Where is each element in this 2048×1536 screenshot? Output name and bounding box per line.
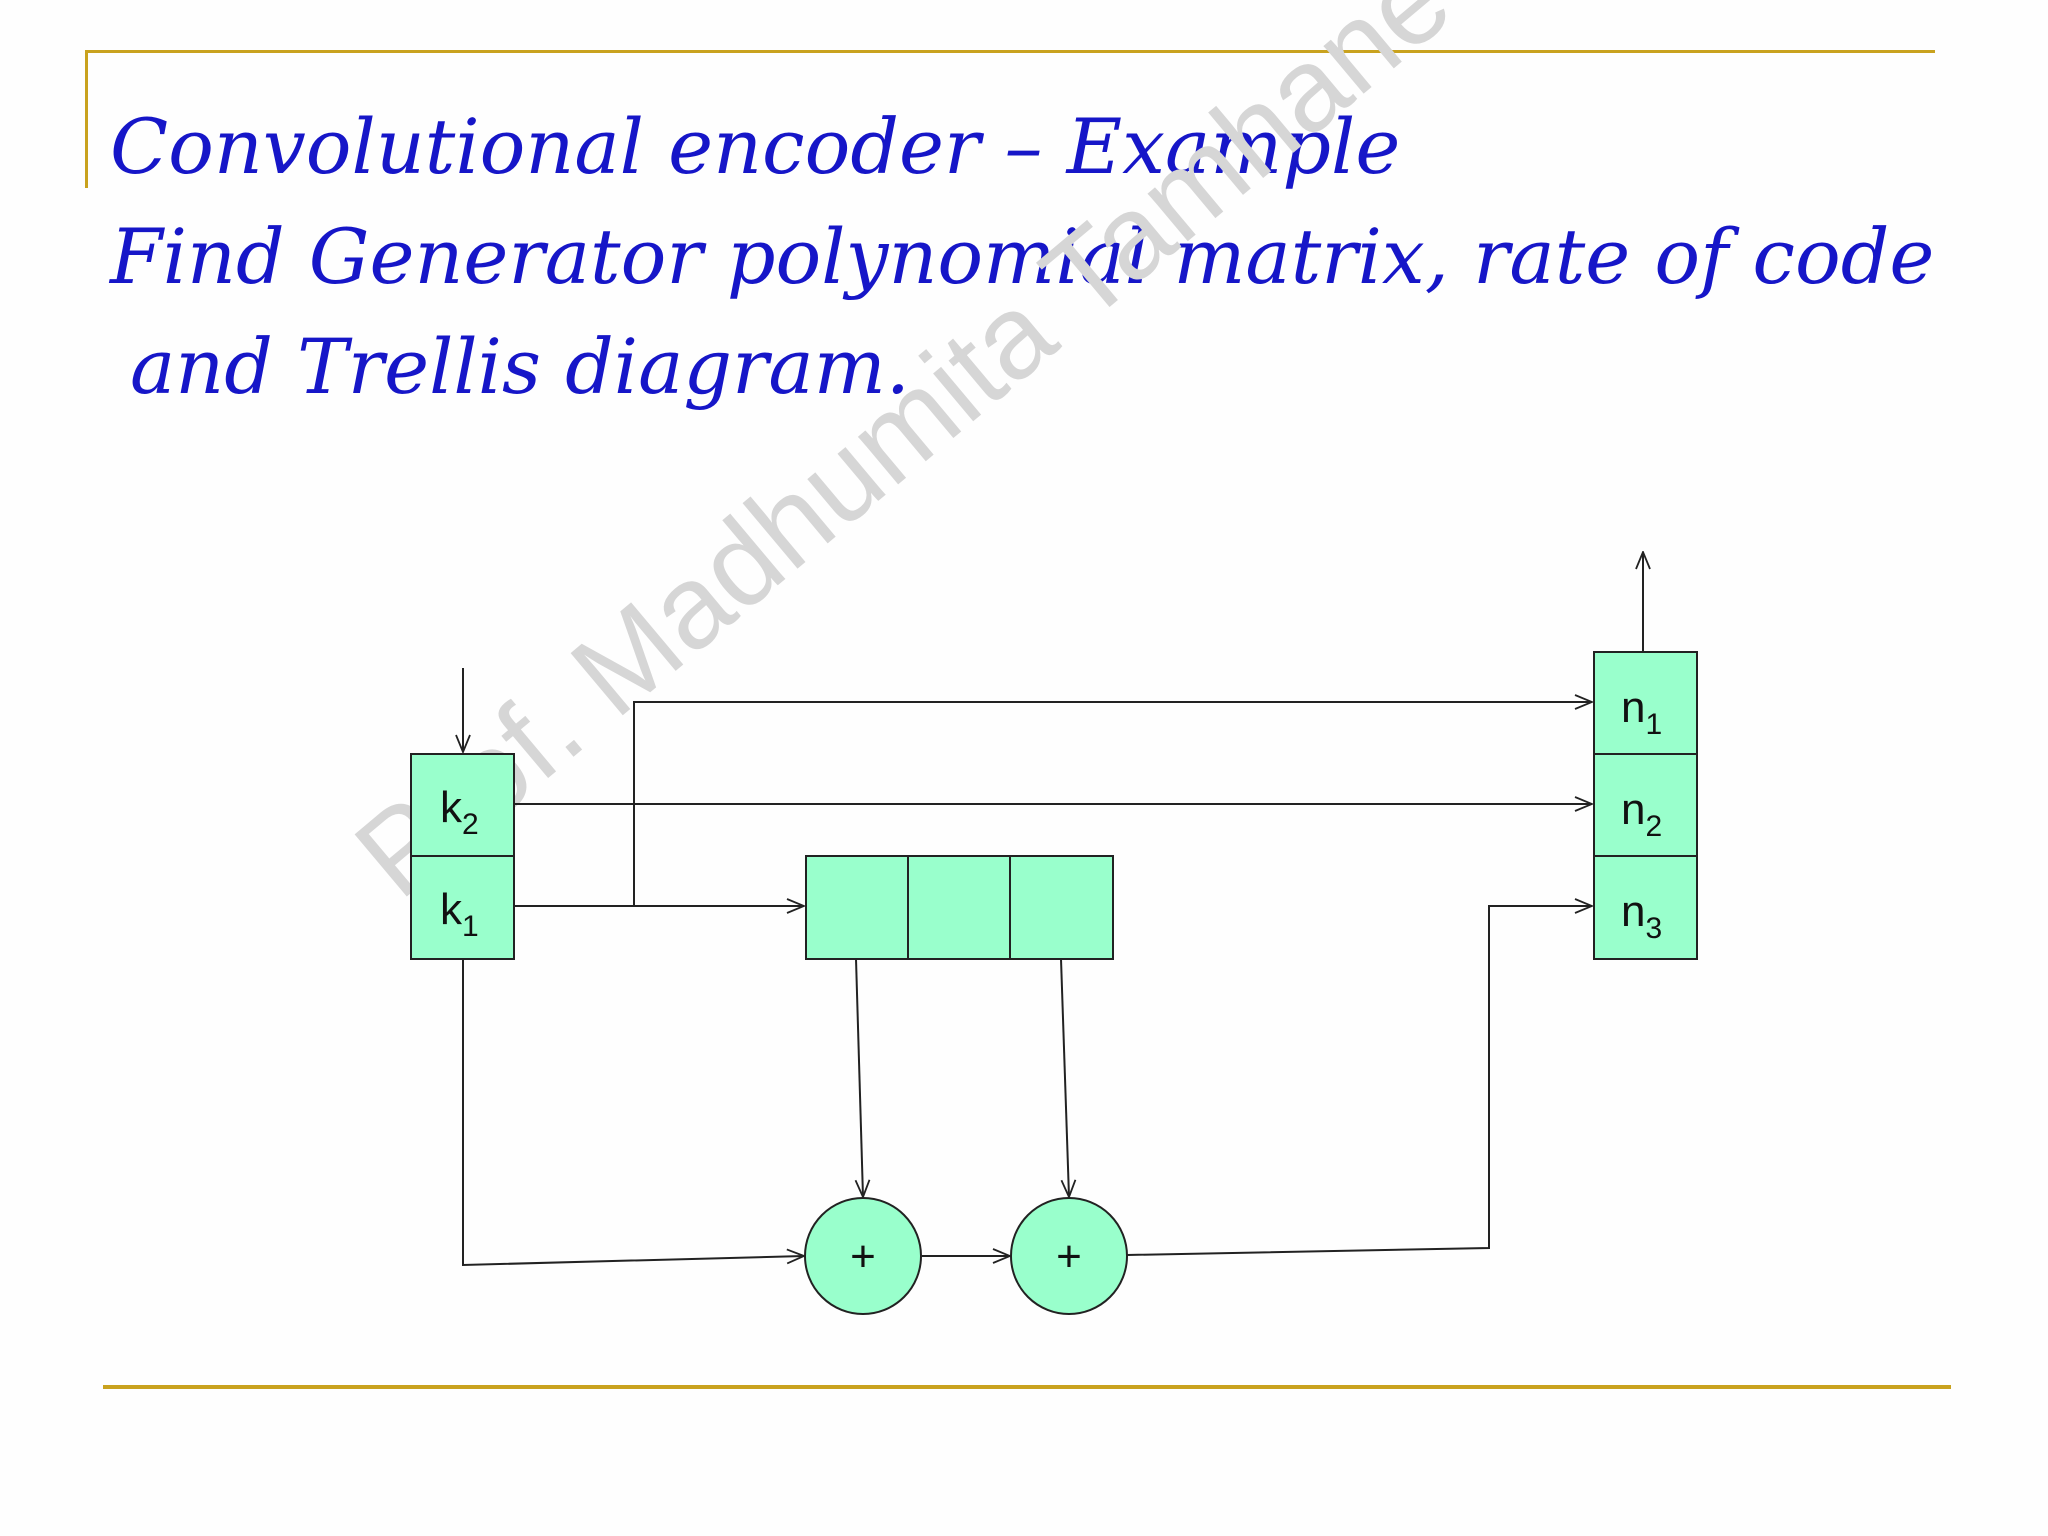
bottom-rule [103,1385,1951,1389]
output-box-n3 [1593,855,1698,960]
adder-1 [804,1197,922,1315]
register-cell-1 [805,855,909,960]
output-box-n2 [1593,753,1698,857]
adder-2 [1010,1197,1128,1315]
top-rule [85,50,1935,53]
output-box-n1 [1593,651,1698,755]
slide-title: Convolutional encoder – Example Find Gen… [110,92,2010,422]
output-label-n1: n1 [1621,683,1662,741]
wire-cell1-to-adder1 [856,958,863,1197]
adder-1-symbol: + [850,1232,876,1281]
title-line-1: Convolutional encoder – Example [110,102,1401,191]
register-cell-3 [1009,855,1114,960]
register-cell-2 [907,855,1011,960]
left-rule [85,50,88,188]
input-label-k1: k1 [440,885,479,943]
input-label-k2: k2 [440,783,479,841]
title-line-2: Find Generator polynomial matrix, rate o… [110,212,1935,301]
wire-k1-to-n1 [633,702,1592,906]
title-line-3: and Trellis diagram. [130,322,910,411]
output-label-n2: n2 [1621,785,1662,843]
wire-cell3-to-adder2 [1060,958,1069,1197]
adder-2-symbol: + [1056,1232,1082,1281]
wire-adder2-to-n3 [1126,906,1592,1256]
input-box-k1 [410,855,515,960]
wire-k1-to-adder1 [462,959,804,1267]
output-label-n3: n3 [1621,887,1662,945]
